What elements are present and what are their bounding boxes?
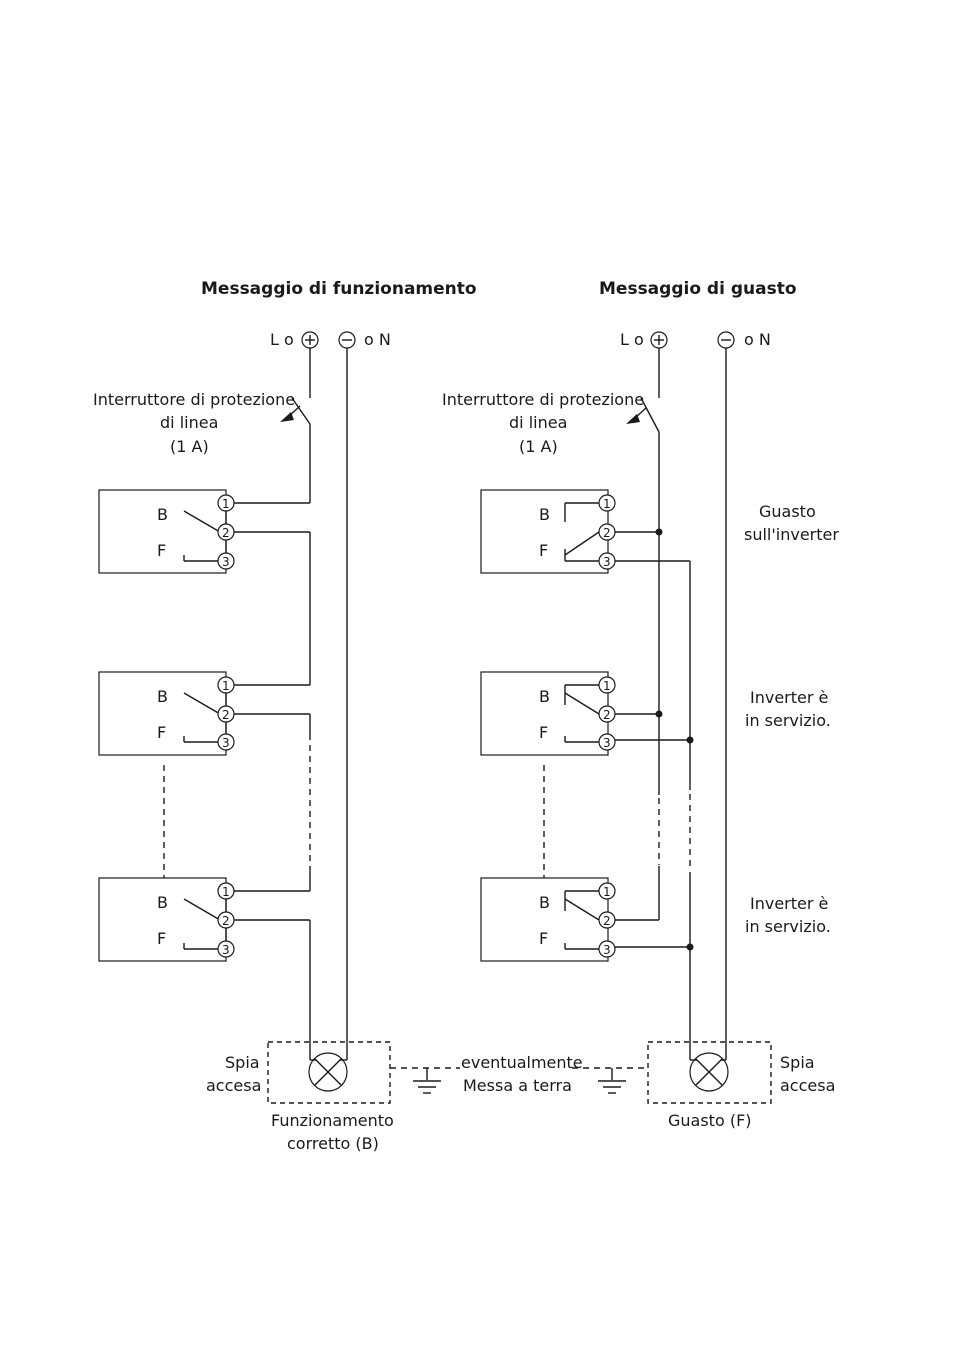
right-junction-2 (655, 710, 663, 718)
right-r1-t1: 1 (603, 497, 611, 511)
right-junction-1 (655, 528, 663, 536)
left-accesa-label: accesa (206, 1076, 261, 1095)
left-r3-t1: 1 (222, 885, 230, 899)
right-junction-3 (686, 736, 694, 744)
right-r1-t2: 2 (603, 526, 611, 540)
right-junction-4 (686, 943, 694, 951)
status-1-line-1: Guasto (759, 502, 816, 521)
left-n-label: o N (364, 330, 391, 349)
right-n-label: o N (744, 330, 771, 349)
left-r2-t3: 3 (222, 736, 230, 750)
title-fault-message: Messaggio di guasto (599, 279, 797, 299)
status-2-line-1: Inverter è (750, 688, 828, 707)
right-r3-t2: 2 (603, 914, 611, 928)
left-r1-t1: 1 (222, 497, 230, 511)
right-lamp-box (647, 1041, 772, 1104)
right-l-label: L o (620, 330, 644, 349)
status-2-line-2: in servizio. (745, 711, 831, 730)
status-3-line-1: Inverter è (750, 894, 828, 913)
left-r1-t2: 2 (222, 526, 230, 540)
left-spia-label: Spia (225, 1053, 260, 1072)
left-r3-t2: 2 (222, 914, 230, 928)
left-lamp-caption-1: Funzionamento (271, 1111, 394, 1130)
right-lamp-caption: Guasto (F) (668, 1111, 752, 1130)
right-r2-t2: 2 (603, 708, 611, 722)
ground-label-1: eventualmente (461, 1053, 583, 1072)
right-r1-t3: 3 (603, 555, 611, 569)
right-r2-t1: 1 (603, 679, 611, 693)
title-operation-message: Messaggio di funzionamento (201, 279, 477, 299)
left-lamp-box (267, 1041, 391, 1104)
right-spia-label: Spia (780, 1053, 815, 1072)
left-lamp-caption-2: corretto (B) (287, 1134, 379, 1153)
left-l-label: L o (270, 330, 294, 349)
left-r2-t1: 1 (222, 679, 230, 693)
ground-label-2: Messa a terra (463, 1076, 572, 1095)
right-breaker-label-3: (1 A) (519, 437, 558, 456)
right-accesa-label: accesa (780, 1076, 835, 1095)
left-breaker-label-1: Interruttore di protezione (93, 390, 295, 409)
right-breaker-switch (640, 397, 660, 433)
right-breaker-label-1: Interruttore di protezione (442, 390, 644, 409)
right-breaker-label-2: di linea (509, 413, 567, 432)
left-r2-t2: 2 (222, 708, 230, 722)
right-r3-t3: 3 (603, 943, 611, 957)
left-r1-t3: 3 (222, 555, 230, 569)
status-1-line-2: sull'inverter (744, 525, 839, 544)
left-breaker-label-2: di linea (160, 413, 218, 432)
right-r2-t3: 3 (603, 736, 611, 750)
right-circuit: L o o N Interruttore di protezione di li… (442, 330, 839, 1130)
ground-connection: eventualmente Messa a terra (390, 1053, 648, 1095)
status-3-line-2: in servizio. (745, 917, 831, 936)
left-circuit: L o o N Interruttore di protezione di li… (93, 330, 394, 1153)
left-breaker-label-3: (1 A) (170, 437, 209, 456)
left-r3-t3: 3 (222, 943, 230, 957)
left-breaker-switch (291, 397, 311, 425)
right-r3-t1: 1 (603, 885, 611, 899)
